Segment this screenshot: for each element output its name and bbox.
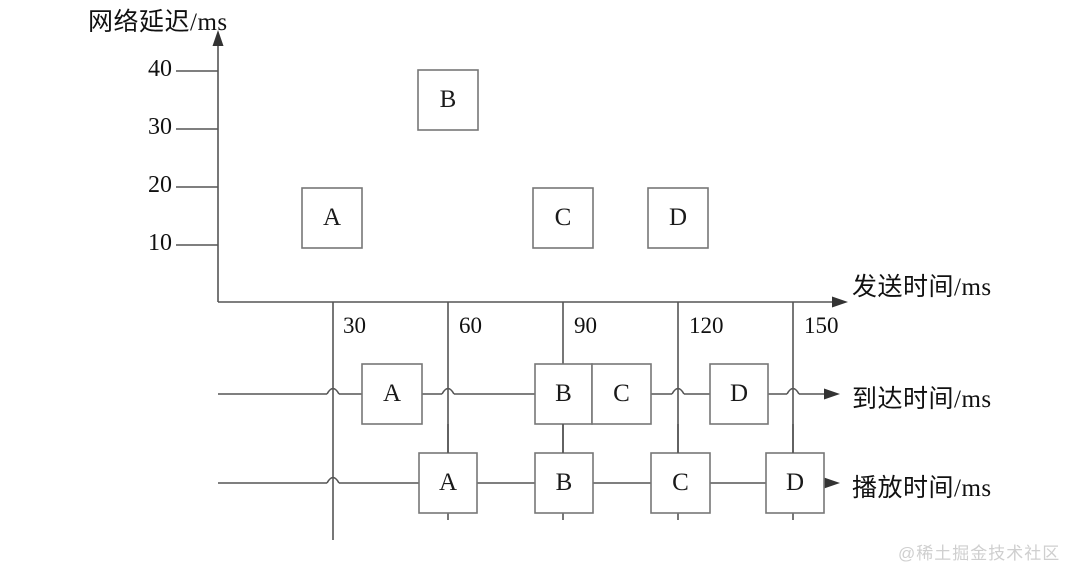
playback-box-label-D: D xyxy=(785,469,805,496)
y-tick-label-30: 30 xyxy=(148,114,172,140)
arrival-jump-150 xyxy=(786,387,800,395)
scatter-box-label-B: B xyxy=(439,86,457,113)
x-tick-label-30: 30 xyxy=(343,313,366,338)
y-tick-label-10: 10 xyxy=(148,230,172,256)
scatter-box-label-A: A xyxy=(322,204,342,231)
scatter-box-B xyxy=(417,69,479,131)
x-tick-label-60: 60 xyxy=(459,313,482,338)
arrival-box-B xyxy=(534,363,593,425)
arrival-box-label-C: C xyxy=(613,380,630,407)
y-axis-title: 网络延迟/ms xyxy=(88,9,228,36)
x-tick-label-150: 150 xyxy=(804,313,839,338)
playback-box-label-B: B xyxy=(555,469,573,496)
x-tick-label-120: 120 xyxy=(689,313,724,338)
scatter-box-C xyxy=(532,187,594,249)
scatter-box-label-C: C xyxy=(554,204,572,231)
x-axis-title: 发送时间/ms xyxy=(852,274,992,301)
arrival-box-label-A: A xyxy=(382,380,402,407)
scatter-box-label-D: D xyxy=(668,204,688,231)
arrival-axis-arrowhead xyxy=(824,388,840,400)
arrival-axis-title: 到达时间/ms xyxy=(852,386,992,413)
watermark-text: @稀土掘金技术社区 xyxy=(898,544,1061,563)
y-tick-label-20: 20 xyxy=(148,172,172,198)
x-tick-label-90: 90 xyxy=(574,313,597,338)
x-axis-arrowhead xyxy=(832,296,848,308)
arrival-jump-60 xyxy=(441,387,455,395)
arrival-box-label-B: B xyxy=(555,380,572,407)
playback-axis-title: 播放时间/ms xyxy=(852,475,992,502)
y-axis-arrowhead xyxy=(212,30,224,46)
playback-jump-30 xyxy=(326,476,340,484)
playback-box-B xyxy=(534,452,594,514)
scatter-box-A xyxy=(301,187,363,249)
y-tick-label-40: 40 xyxy=(148,56,172,82)
arrival-jump-120 xyxy=(671,387,685,395)
arrival-box-D xyxy=(709,363,769,425)
playback-box-label-A: A xyxy=(438,469,458,496)
arrival-box-C xyxy=(591,363,652,425)
playback-axis-arrowhead xyxy=(824,477,840,489)
scatter-box-D xyxy=(647,187,709,249)
arrival-box-label-D: D xyxy=(729,380,749,407)
arrival-box-A xyxy=(361,363,423,425)
playback-box-C xyxy=(650,452,711,514)
playback-box-D xyxy=(765,452,825,514)
arrival-jump-30 xyxy=(326,387,340,395)
playback-box-label-C: C xyxy=(672,469,689,496)
